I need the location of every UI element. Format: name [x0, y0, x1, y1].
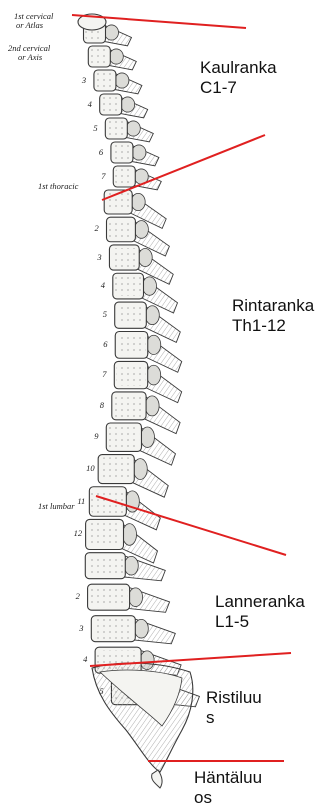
vertebra-number: 6 [99, 147, 103, 157]
articular-process [138, 248, 152, 266]
articular-process [142, 277, 156, 295]
vertebral-body-texture [91, 490, 124, 514]
region-name: Kaulranka [200, 58, 277, 78]
articular-process [131, 193, 145, 210]
articular-process [129, 588, 143, 607]
vertebral-body-texture [113, 145, 131, 160]
articular-process [145, 396, 159, 416]
articular-process [109, 49, 123, 64]
atlas-label-line2: or Atlas [14, 21, 53, 30]
region-label-cervical: Kaulranka C1-7 [200, 58, 277, 98]
vertebra-number: 12 [74, 528, 83, 538]
articular-process [115, 73, 129, 88]
vertebra-number: 4 [83, 654, 87, 664]
vertebra-number: 7 [101, 171, 105, 181]
vertebra-number: 3 [97, 252, 101, 262]
vertebral-body-texture [96, 73, 114, 88]
vertebral-body-texture [106, 193, 130, 211]
region-name: Rintaranka [232, 296, 314, 316]
vertebra-number: 2 [76, 591, 80, 601]
vertebral-body-texture [115, 276, 142, 296]
vertebra-number: 3 [82, 75, 86, 85]
articular-process [105, 25, 119, 40]
articular-process [133, 459, 147, 480]
region-range: L1-5 [215, 612, 305, 632]
vertebra-number: 8 [100, 400, 104, 410]
region-range: Th1-12 [232, 316, 314, 336]
vertebral-body-texture [114, 395, 144, 417]
vertebra-number: 9 [94, 431, 98, 441]
articular-process [147, 365, 161, 385]
vertebral-body-texture [87, 556, 123, 576]
vertebra-number: 5 [103, 309, 107, 319]
region-name: Lanneranka [215, 592, 305, 612]
articular-process [134, 619, 148, 638]
vertebral-body-texture [100, 458, 132, 481]
region-name: Häntäluu [194, 768, 262, 788]
thoracic-label: 1st thoracic [38, 182, 78, 191]
articular-process [145, 306, 159, 325]
vertebral-body-texture [117, 335, 146, 356]
region-label-coccyx: Häntäluu os [194, 768, 262, 808]
region-label-lumbar: Lanneranka L1-5 [215, 592, 305, 632]
lumbar-label: 1st lumbar [38, 502, 75, 511]
articular-process [124, 556, 138, 575]
region-label-thoracic: Rintaranka Th1-12 [232, 296, 314, 336]
coccyx [152, 770, 163, 788]
articular-process [132, 145, 146, 160]
vertebral-body-texture [108, 426, 139, 448]
vertebral-body-texture [108, 220, 133, 239]
vertebra-number: 3 [79, 623, 83, 633]
vertebral-body-texture [90, 49, 108, 64]
vertebra-number: 5 [93, 123, 97, 133]
vertebral-body-texture [115, 169, 133, 184]
articular-process [147, 335, 161, 354]
vertebral-body-texture [88, 522, 122, 546]
vertebral-body-texture [93, 619, 133, 639]
articular-process [123, 524, 137, 546]
region-label-sacrum: Ristiluu s [206, 688, 262, 728]
vertebral-body-texture [102, 97, 120, 112]
axis-label-line2: or Axis [8, 53, 50, 62]
region-range: C1-7 [200, 78, 277, 98]
vertebra-number: 2 [94, 223, 98, 233]
articular-process [140, 427, 154, 447]
region-range: os [194, 788, 262, 808]
region-range: s [206, 708, 262, 728]
vertebral-body-texture [107, 121, 125, 136]
region-name: Ristiluu [206, 688, 262, 708]
vertebral-body-texture [117, 305, 145, 325]
axis-label: 2nd cervical or Axis [8, 44, 50, 62]
vertebra-number: 7 [102, 369, 106, 379]
articular-process [121, 97, 135, 112]
vertebral-body-texture [90, 587, 128, 607]
vertebra-number: 4 [101, 280, 105, 290]
vertebra-number: 6 [103, 339, 107, 349]
vertebra-number: 10 [86, 463, 95, 473]
vertebral-body-texture [111, 248, 137, 267]
vertebra-number: 11 [77, 496, 85, 506]
articular-process [126, 121, 140, 136]
vertebra-number: 5 [99, 686, 103, 696]
vertebral-body-texture [116, 364, 145, 385]
atlas-label: 1st cervical or Atlas [14, 12, 53, 30]
articular-process [134, 221, 148, 239]
vertebra-number: 4 [88, 99, 92, 109]
